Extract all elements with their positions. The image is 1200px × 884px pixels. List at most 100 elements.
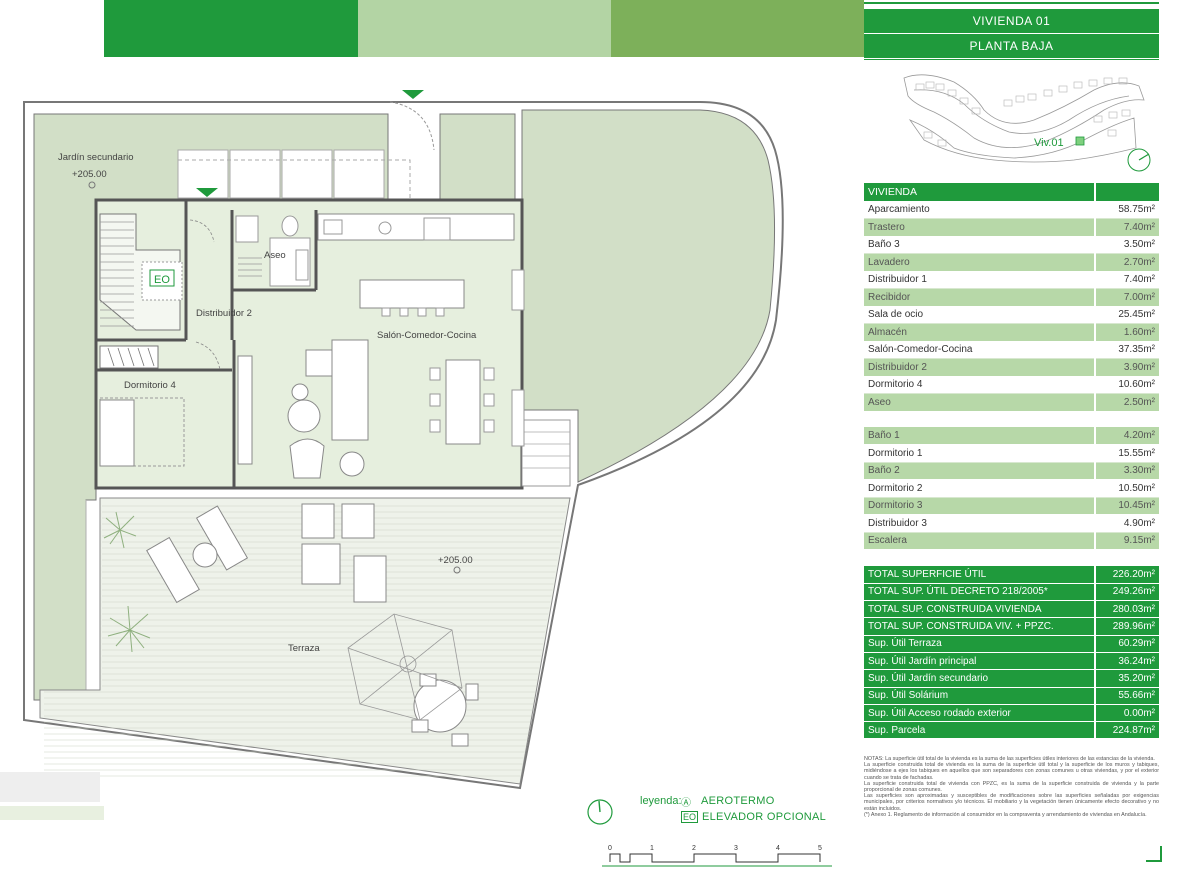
room-area: 58.75m² [1094,201,1159,219]
total-area: 35.20m² [1094,669,1159,688]
header-bar-green [104,0,358,57]
room-name: Baño 2 [864,462,1095,480]
note-paragraph: La superficie construida total de vivien… [864,762,1159,781]
legend-text-aerotermo: AEROTERMO [701,795,775,807]
room-name: Aparcamiento [864,201,1095,219]
room-area: 10.60m² [1094,376,1159,394]
room-area: 4.90m² [1094,514,1159,533]
room-name: Distribuidor 2 [864,358,1095,377]
room-area: 4.20m² [1094,427,1159,445]
room-area: 10.50m² [1094,479,1159,498]
total-name: Sup. Útil Terraza [864,635,1095,653]
room-area: 7.00m² [1094,288,1159,307]
total-area: 280.03m² [1094,600,1159,619]
room-name: Aseo [864,393,1095,412]
label-level-terrace: +205.00 [438,555,473,566]
total-row: TOTAL SUP. ÚTIL DECRETO 218/2005*249.26m… [864,583,1159,602]
locator-viv-label: Viv.01 [1034,137,1064,149]
table-header: VIVIENDA [864,183,1095,202]
total-name: Sup. Útil Jardín secundario [864,669,1095,688]
room-name: Recibidor [864,288,1095,307]
room-name: Baño 1 [864,427,1095,445]
room-area: 9.15m² [1094,532,1159,550]
label-distribuidor2: Distribuidor 2 [196,308,252,319]
total-name: Sup. Útil Jardín principal [864,652,1095,671]
title-top-rule [864,2,1159,4]
scale-tick-label: 5 [818,845,822,852]
header-bar-light-green [358,0,611,57]
room-area: 2.70m² [1094,253,1159,272]
total-area: 60.29m² [1094,635,1159,653]
label-level-top: +205.00 [72,169,107,180]
corner-mark [1146,846,1162,862]
legend-title: leyenda: [640,795,682,807]
total-name: TOTAL SUPERFICIE ÚTIL [864,566,1095,584]
room-name: Trastero [864,218,1095,237]
vivienda-title: VIVIENDA 01 [864,9,1159,33]
scale-tick-label: 1 [650,845,654,852]
total-name: TOTAL SUP. CONSTRUIDA VIVIENDA [864,600,1095,619]
note-paragraph: (*) Anexo 1. Reglamento de información a… [864,811,1147,818]
total-area: 224.87m² [1094,721,1159,740]
total-area: 289.96m² [1094,617,1159,636]
scale-tick-label: 2 [692,845,696,852]
room-name: Distribuidor 3 [864,514,1095,533]
room-name: Sala de ocio [864,306,1095,324]
room-area: 15.55m² [1094,444,1159,463]
scale-tick-label: 3 [734,845,738,852]
room-area: 2.50m² [1094,393,1159,412]
room-name: Lavadero [864,253,1095,272]
header-bar-mid-green [611,0,864,57]
site-locator-map [903,74,1151,172]
viv01-highlight [1075,136,1085,146]
label-aseo: Aseo [264,250,286,261]
room-area: 37.35m² [1094,341,1159,359]
room-area: 3.50m² [1094,236,1159,254]
note-paragraph: NOTAS: La superficie útil total de la vi… [864,756,1155,762]
room-name: Dormitorio 3 [864,497,1095,515]
total-area: 55.66m² [1094,687,1159,705]
total-area: 36.24m² [1094,652,1159,671]
legend-symbol-a: Ⓐ [681,797,691,809]
legend: leyenda: Ⓐ AEROTERMO EO ELEVADOR OPCIONA… [640,793,826,825]
total-name: TOTAL SUP. CONSTRUIDA VIV. + PPZC. [864,617,1095,636]
room-name: Escalera [864,532,1095,550]
north-compass [587,799,613,825]
planta-title: PLANTA BAJA [864,34,1159,58]
room-name: Dormitorio 4 [864,376,1095,394]
notes-block: NOTAS: La superficie útil total de la vi… [864,756,1159,818]
room-name: Dormitorio 2 [864,479,1095,498]
label-eo: EO [154,274,170,286]
total-row: TOTAL SUP. CONSTRUIDA VIV. + PPZC.289.96… [864,617,1159,636]
total-name: Sup. Útil Solárium [864,687,1095,705]
legend-symbol-eo: EO [681,811,698,823]
total-area: 249.26m² [1094,583,1159,602]
total-name: TOTAL SUP. ÚTIL DECRETO 218/2005* [864,583,1095,602]
title-bottom-rule [864,59,1159,60]
legend-row-aerotermo: leyenda: Ⓐ AEROTERMO [640,793,826,809]
room-area: 7.40m² [1094,218,1159,237]
table-header-row: VIVIENDA [864,183,1159,202]
label-dormitorio4: Dormitorio 4 [124,380,176,391]
room-area: 7.40m² [1094,271,1159,289]
total-name: Sup. Útil Acceso rodado exterior [864,704,1095,723]
label-terraza: Terraza [288,643,320,654]
